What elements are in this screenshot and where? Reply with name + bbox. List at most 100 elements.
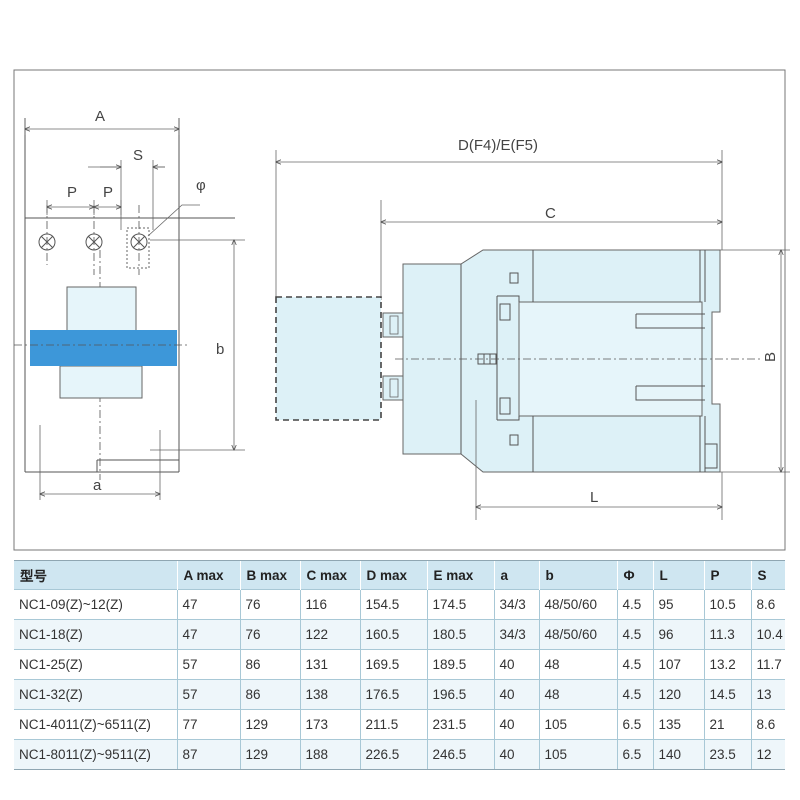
table-cell: 21 [703,709,751,740]
header-c-max: C max [299,560,360,590]
header-b-max: B max [239,560,300,590]
header-s: S [750,560,785,590]
table-cell: 11.3 [703,619,751,650]
table-cell: 77 [176,709,240,740]
table-cell: 10.4 [750,619,785,650]
table-cell: 105 [538,739,617,770]
table-cell: 120 [652,679,704,710]
table-cell-model: NC1-09(Z)~12(Z) [14,589,177,620]
table-cell: 131 [299,649,360,680]
table-header-row: 型号 A max B max C max D max E max a b Φ L… [14,560,785,590]
table-cell: 11.7 [750,649,785,680]
table-cell: 180.5 [426,619,494,650]
table-cell: 96 [652,619,704,650]
table-cell: 6.5 [616,709,653,740]
table-cell: 211.5 [359,709,427,740]
auxiliary-block-outline [275,296,382,421]
front-view: A S P P φ b a [14,108,245,500]
label-P-2: P [103,184,113,201]
table-cell: 40 [493,679,539,710]
label-b: b [216,341,224,358]
table-cell: 173 [299,709,360,740]
header-phi: Φ [616,560,653,590]
dimension-drawing: A S P P φ b a D(F4)/E(F5) C [13,69,790,551]
spec-table: 型号 A max B max C max D max E max a b Φ L… [14,560,785,770]
table-cell: 105 [538,709,617,740]
table-cell: 87 [176,739,240,770]
label-S: S [133,147,143,164]
label-L: L [590,489,598,506]
din-rail-band [30,330,177,366]
table-cell: 13 [750,679,785,710]
table-cell: 34/3 [493,619,539,650]
table-cell: 14.5 [703,679,751,710]
table-cell: 86 [239,679,300,710]
table-cell-model: NC1-25(Z) [14,649,177,680]
table-cell: 76 [239,619,300,650]
armature-lower [59,365,143,399]
label-a: a [93,477,102,494]
header-b: b [538,560,617,590]
table-cell: 40 [493,649,539,680]
header-model: 型号 [14,560,177,590]
table-cell: 47 [176,619,240,650]
table-cell-model: NC1-4011(Z)~6511(Z) [14,709,177,740]
table-cell: 6.5 [616,739,653,770]
armature-upper [66,286,137,332]
table-cell: 4.5 [616,649,653,680]
table-cell: 34/3 [493,589,539,620]
table-cell: 48 [538,679,617,710]
table-cell: 140 [652,739,704,770]
table-cell: 116 [299,589,360,620]
header-e-max: E max [426,560,494,590]
header-a-max: A max [176,560,240,590]
table-cell: 23.5 [703,739,751,770]
table-cell: 188 [299,739,360,770]
table-cell: 246.5 [426,739,494,770]
side-view: D(F4)/E(F5) C [275,137,790,520]
drawing-frame [13,69,786,551]
header-d-max: D max [359,560,427,590]
table-cell: 12 [750,739,785,770]
table-cell: 57 [176,649,240,680]
table-cell: 95 [652,589,704,620]
table-cell: 86 [239,649,300,680]
table-cell-model: NC1-18(Z) [14,619,177,650]
header-a: a [493,560,539,590]
label-B: B [762,352,779,362]
table-cell: 231.5 [426,709,494,740]
table-cell: 154.5 [359,589,427,620]
table-cell: 48 [538,649,617,680]
table-cell: 135 [652,709,704,740]
table-cell: 174.5 [426,589,494,620]
table-cell: 4.5 [616,619,653,650]
table-cell: 47 [176,589,240,620]
header-p: P [703,560,751,590]
label-P-1: P [67,184,77,201]
table-cell: 40 [493,739,539,770]
table-cell: 40 [493,709,539,740]
table-cell: 129 [239,739,300,770]
table-cell: 176.5 [359,679,427,710]
table-cell: 107 [652,649,704,680]
table-cell: 76 [239,589,300,620]
table-cell: 226.5 [359,739,427,770]
label-A: A [95,108,105,125]
table-cell: 48/50/60 [538,619,617,650]
table-cell: 189.5 [426,649,494,680]
table-cell: 13.2 [703,649,751,680]
table-cell: 129 [239,709,300,740]
table-cell: 10.5 [703,589,751,620]
label-C: C [545,205,556,222]
table-cell: 160.5 [359,619,427,650]
table-cell-model: NC1-32(Z) [14,679,177,710]
table-cell: 8.6 [750,709,785,740]
table-cell: 57 [176,679,240,710]
table-cell: 4.5 [616,679,653,710]
label-phi: φ [196,177,206,194]
label-D-E: D(F4)/E(F5) [458,137,538,154]
